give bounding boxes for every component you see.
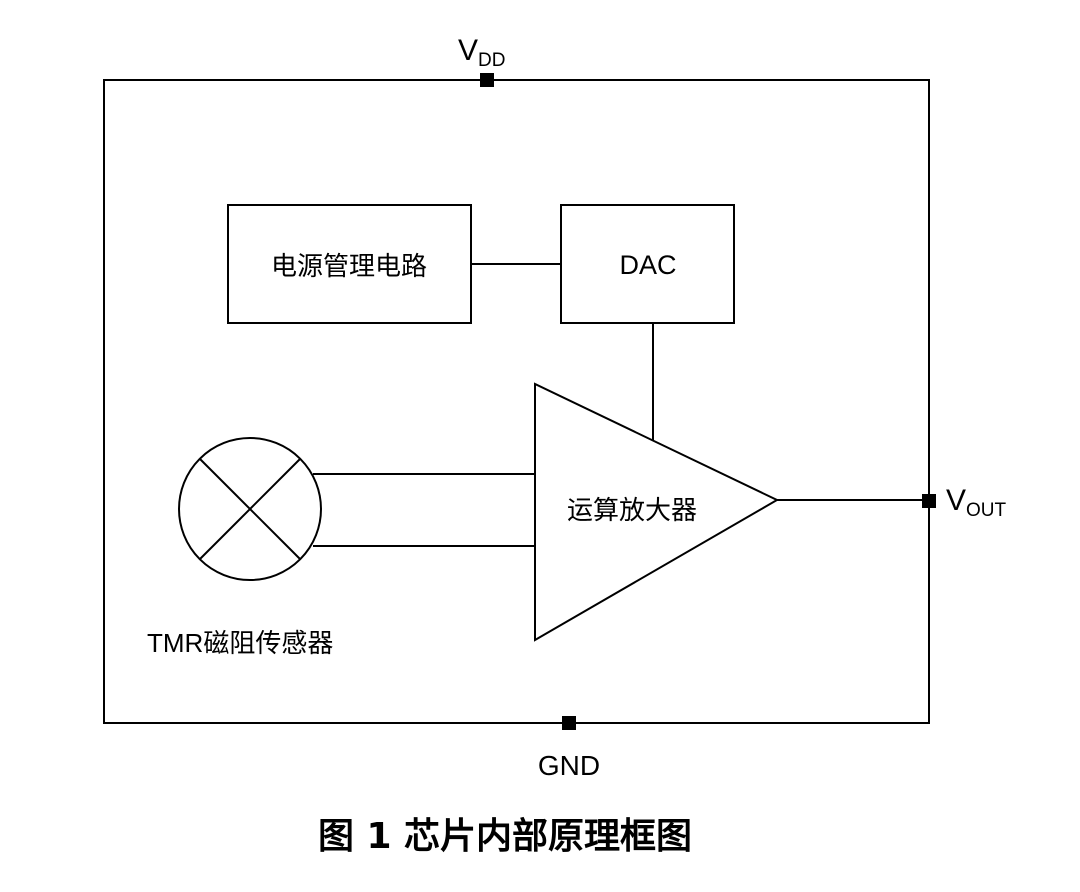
vdd-pin (480, 73, 494, 87)
dac-label: DAC (619, 250, 676, 280)
vout-pin (922, 494, 936, 508)
vout-label-sub: OUT (966, 500, 1007, 521)
tmr-sensor-label: TMR磁阻传感器 (147, 628, 333, 658)
gnd-label: GND (538, 750, 600, 781)
opamp-triangle (534, 382, 780, 642)
chip-outline (103, 79, 930, 724)
vout-label: VOUT (946, 484, 1007, 521)
opamp-label: 运算放大器 (567, 496, 697, 526)
tmr-sensor-cross-b (199, 458, 301, 560)
figure-caption: 图 1 芯片内部原理框图 (318, 816, 692, 857)
vout-label-main: V (946, 484, 966, 517)
vdd-label-main: V (458, 34, 478, 67)
vdd-label: VDD (458, 34, 505, 71)
gnd-pin (562, 716, 576, 730)
power-management-label: 电源管理电路 (271, 252, 427, 282)
vdd-label-sub: DD (478, 50, 505, 71)
tmr-sensor-circle (178, 437, 322, 581)
